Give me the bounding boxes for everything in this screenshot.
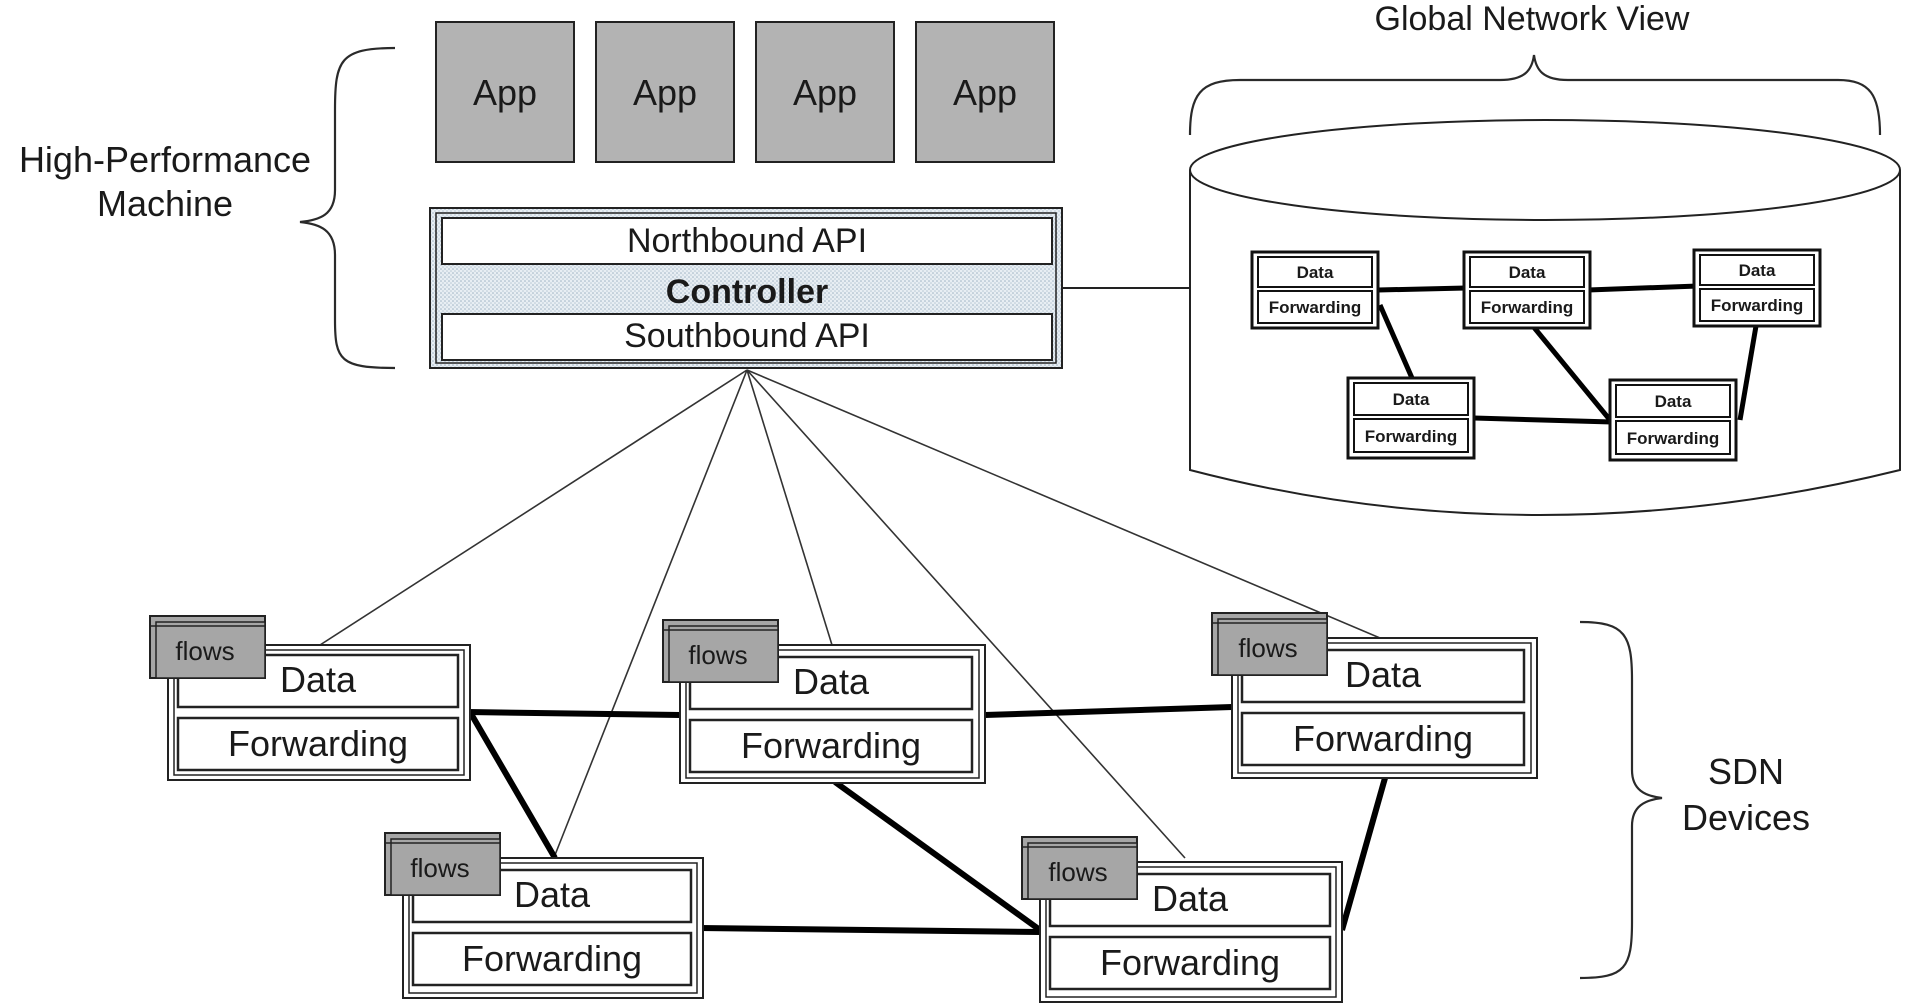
controller-label: Controller <box>666 273 828 311</box>
flows-table-icon: flows <box>384 832 501 896</box>
southbound-api-box <box>441 313 1053 361</box>
device-forwarding-label: Forwarding <box>1100 942 1280 983</box>
controller-block: Northbound API Controller Southbound API <box>429 207 1063 369</box>
flows-table-icon: flows <box>1211 612 1328 676</box>
mini-device-1: Data Forwarding <box>1250 250 1380 330</box>
mini-data-label: Data <box>1393 390 1430 409</box>
flows-label: flows <box>1048 857 1107 887</box>
app-box-4: App <box>915 21 1055 163</box>
flows-label: flows <box>688 640 747 670</box>
app-box-2: App <box>595 21 735 163</box>
mini-forwarding-label: Forwarding <box>1269 298 1362 317</box>
northbound-api-label: Northbound API <box>627 222 867 260</box>
flows-label: flows <box>175 636 234 666</box>
machine-label-line1: High-Performance <box>19 139 311 180</box>
app-label-3: App <box>793 72 857 113</box>
devices-brace <box>1579 620 1663 980</box>
sdn-device-3: Data Forwarding flows <box>1211 612 1538 779</box>
mini-data-label: Data <box>1297 263 1334 282</box>
flows-table-icon: flows <box>662 619 779 683</box>
devices-label-line2: Devices <box>1682 797 1810 838</box>
mini-forwarding-label: Forwarding <box>1481 298 1574 317</box>
mini-forwarding-label: Forwarding <box>1627 429 1720 448</box>
app-label-1: App <box>473 72 537 113</box>
mini-device-4: Data Forwarding <box>1346 376 1476 460</box>
global-view-brace <box>1188 54 1882 136</box>
sdn-device-5: Data Forwarding flows <box>1021 836 1343 1003</box>
global-view-title: Global Network View <box>1375 0 1690 38</box>
mini-data-label: Data <box>1739 261 1776 280</box>
device-data-label: Data <box>1345 654 1422 695</box>
mini-forwarding-label: Forwarding <box>1365 427 1458 446</box>
mini-network-links <box>1377 283 1759 425</box>
mini-device-3: Data Forwarding <box>1692 248 1822 328</box>
flows-table-icon: flows <box>1021 836 1138 900</box>
device-forwarding-label: Forwarding <box>1293 718 1473 759</box>
app-label-4: App <box>953 72 1017 113</box>
mini-data-label: Data <box>1509 263 1546 282</box>
device-data-label: Data <box>1152 878 1229 919</box>
device-data-label: Data <box>514 874 591 915</box>
app-label-2: App <box>633 72 697 113</box>
device-forwarding-label: Forwarding <box>741 725 921 766</box>
device-data-label: Data <box>280 659 357 700</box>
sdn-device-1: Data Forwarding flows <box>149 615 471 781</box>
sdn-device-4: Data Forwarding flows <box>384 832 704 999</box>
control-links <box>319 369 1381 859</box>
machine-label-line2: Machine <box>97 183 233 224</box>
flows-table-icon: flows <box>149 615 266 679</box>
device-forwarding-label: Forwarding <box>228 723 408 764</box>
northbound-api-box <box>441 217 1053 265</box>
app-box-1: App <box>435 21 575 163</box>
devices-label-line1: SDN <box>1708 751 1784 792</box>
mini-forwarding-label: Forwarding <box>1711 296 1804 315</box>
data-plane-links <box>467 704 1388 935</box>
flows-label: flows <box>410 853 469 883</box>
device-forwarding-label: Forwarding <box>462 938 642 979</box>
app-box-3: App <box>755 21 895 163</box>
southbound-api-label: Southbound API <box>624 317 870 355</box>
machine-brace <box>299 46 396 370</box>
sdn-device-2: Data Forwarding flows <box>662 619 986 784</box>
mini-device-5: Data Forwarding <box>1608 378 1738 462</box>
flows-label: flows <box>1238 633 1297 663</box>
mini-device-2: Data Forwarding <box>1462 250 1592 330</box>
mini-data-label: Data <box>1655 392 1692 411</box>
device-data-label: Data <box>793 661 870 702</box>
